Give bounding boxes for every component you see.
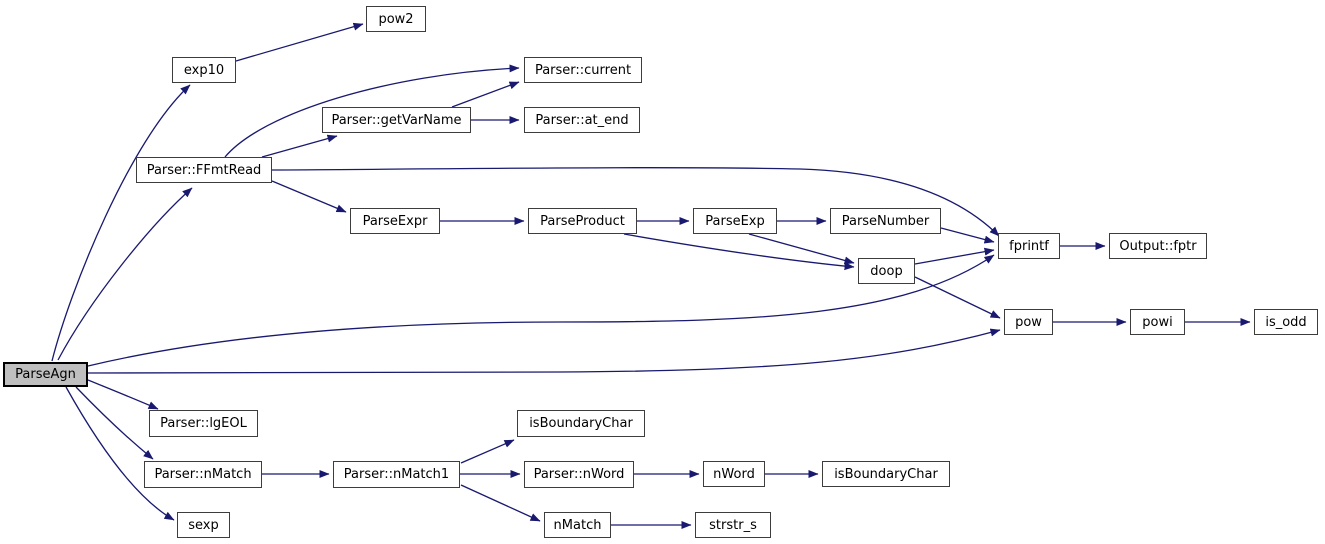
node-nmatch1[interactable]: Parser::nMatch1 [333, 461, 460, 488]
edge-exp10-to-pow2 [235, 22, 364, 62]
node-ffmtread[interactable]: Parser::FFmtRead [136, 157, 272, 183]
edge-ffmtread-to-fprintf [271, 167, 1000, 237]
node-parse-expr[interactable]: ParseExpr [350, 208, 440, 234]
edge-ffmtread-to-parse-expr [271, 180, 347, 213]
node-sexp[interactable]: sexp [177, 512, 230, 538]
edge-parse-product-to-doop [623, 233, 855, 271]
edge-getvarname-to-current [451, 81, 520, 108]
edge-parse-agn-to-pow [87, 328, 1001, 374]
node-nmatch-parser[interactable]: Parser::nMatch [144, 461, 262, 488]
node-parse-product[interactable]: ParseProduct [528, 208, 637, 234]
node-parse-number[interactable]: ParseNumber [830, 208, 941, 234]
edge-parse-agn-to-exp10 [51, 84, 191, 362]
node-at-end[interactable]: Parser::at_end [524, 107, 640, 133]
node-fprintf[interactable]: fprintf [998, 233, 1060, 259]
edge-parse-agn-to-ffmtread [57, 187, 193, 361]
node-parse-agn[interactable]: ParseAgn [3, 362, 88, 387]
node-exp10[interactable]: exp10 [172, 57, 236, 83]
node-getvarname[interactable]: Parser::getVarName [322, 107, 471, 133]
edge-ffmtread-to-current [224, 64, 520, 158]
node-isboundarychar-2[interactable]: isBoundaryChar [822, 461, 950, 487]
node-output-fptr[interactable]: Output::fptr [1109, 233, 1207, 259]
edge-parse-agn-to-lgeol [87, 379, 159, 410]
node-nmatch-fn[interactable]: nMatch [544, 512, 611, 538]
node-nword[interactable]: nWord [703, 461, 765, 487]
edge-parse-agn-to-nmatch-parser [75, 386, 154, 460]
edge-doop-to-pow [914, 276, 1001, 319]
edge-nmatch1-to-isboundarychar-1 [460, 439, 515, 464]
node-doop[interactable]: doop [858, 258, 915, 284]
node-pow[interactable]: pow [1004, 309, 1053, 335]
node-isboundarychar-1[interactable]: isBoundaryChar [517, 410, 645, 437]
node-nword-parser[interactable]: Parser::nWord [524, 461, 634, 488]
node-is-odd[interactable]: is_odd [1254, 309, 1318, 335]
edge-nmatch1-to-nmatch-fn [460, 484, 541, 522]
node-current[interactable]: Parser::current [524, 57, 642, 83]
edge-parse-agn-to-fprintf [87, 254, 995, 367]
node-parse-exp[interactable]: ParseExp [693, 208, 777, 234]
edge-parse-number-to-fprintf [940, 227, 995, 244]
node-lgeol[interactable]: Parser::lgEOL [149, 410, 258, 437]
node-powi[interactable]: powi [1130, 309, 1185, 335]
edge-parse-agn-to-sexp [65, 386, 175, 521]
edge-ffmtread-to-getvarname [261, 134, 338, 158]
node-strstr-s[interactable]: strstr_s [695, 512, 771, 538]
node-pow2[interactable]: pow2 [366, 6, 426, 32]
edge-parse-exp-to-doop [748, 233, 855, 265]
edge-doop-to-fprintf [914, 247, 995, 265]
